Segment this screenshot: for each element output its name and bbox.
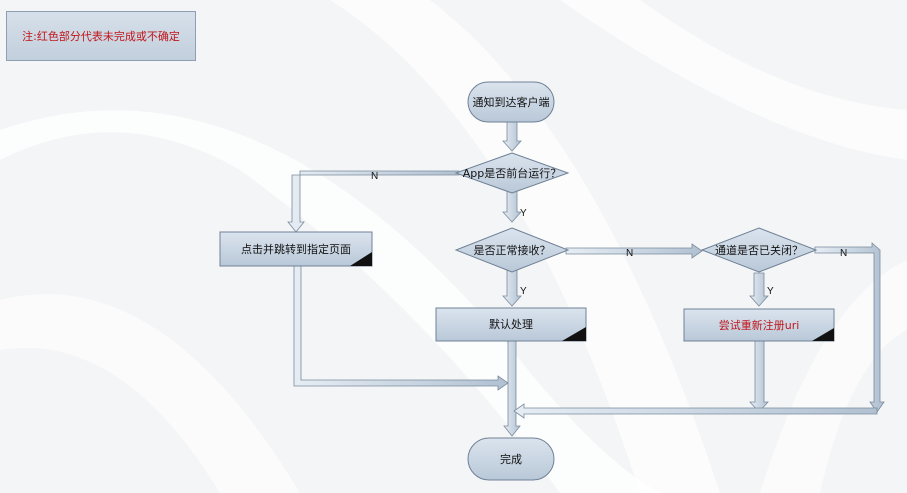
connectors (287, 121, 885, 437)
node-done: 完成 (467, 437, 555, 481)
arrow-retry-down (749, 340, 769, 413)
node-default-handle: 默认处理 (435, 307, 587, 342)
edge-label-app-no: N (371, 171, 378, 182)
decision-app-foreground: App是否前台运行？ (454, 152, 570, 194)
decision-receive-normal: 是否正常接收？ (454, 227, 570, 273)
node-default-handle-label: 默认处理 (489, 318, 533, 331)
edge-label-channel-no: N (840, 248, 847, 259)
arrow-merge-to-done (513, 403, 878, 419)
decision-channel-closed-label: 通道是否已关闭？ (715, 243, 803, 257)
edge-label-receive-yes: Y (520, 286, 527, 297)
arrow-receive-no (565, 243, 703, 259)
node-retry-register: 尝试重新注册uri (683, 308, 835, 342)
arrow-channel-no (814, 242, 885, 413)
arrow-app-yes (502, 189, 522, 223)
edge-label-channel-yes: Y (767, 286, 774, 297)
arrow-app-no (287, 170, 460, 233)
arrow-channel-yes (749, 272, 769, 307)
decision-channel-closed: 通道是否已关闭？ (700, 227, 818, 273)
decision-receive-normal-label: 是否正常接收？ (474, 243, 551, 257)
node-click-jump: 点击并跳转到指定页面 (219, 231, 373, 267)
node-notify-label: 通知到达客户端 (473, 95, 550, 109)
node-notify: 通知到达客户端 (467, 81, 555, 123)
node-click-jump-label: 点击并跳转到指定页面 (241, 242, 351, 256)
decision-app-foreground-label: App是否前台运行？ (463, 166, 562, 180)
arrow-start-to-app-decision (502, 121, 522, 152)
arrow-receive-yes (502, 267, 522, 307)
node-retry-register-label: 尝试重新注册uri (719, 318, 800, 332)
arrow-default-to-done (503, 340, 521, 437)
arrow-click-to-merge (293, 265, 509, 391)
legend-note: 注:红色部分代表未完成或不确定 (6, 11, 196, 61)
edge-label-receive-no: N (626, 248, 633, 259)
node-done-label: 完成 (500, 452, 522, 466)
edge-label-app-yes: Y (520, 208, 527, 219)
